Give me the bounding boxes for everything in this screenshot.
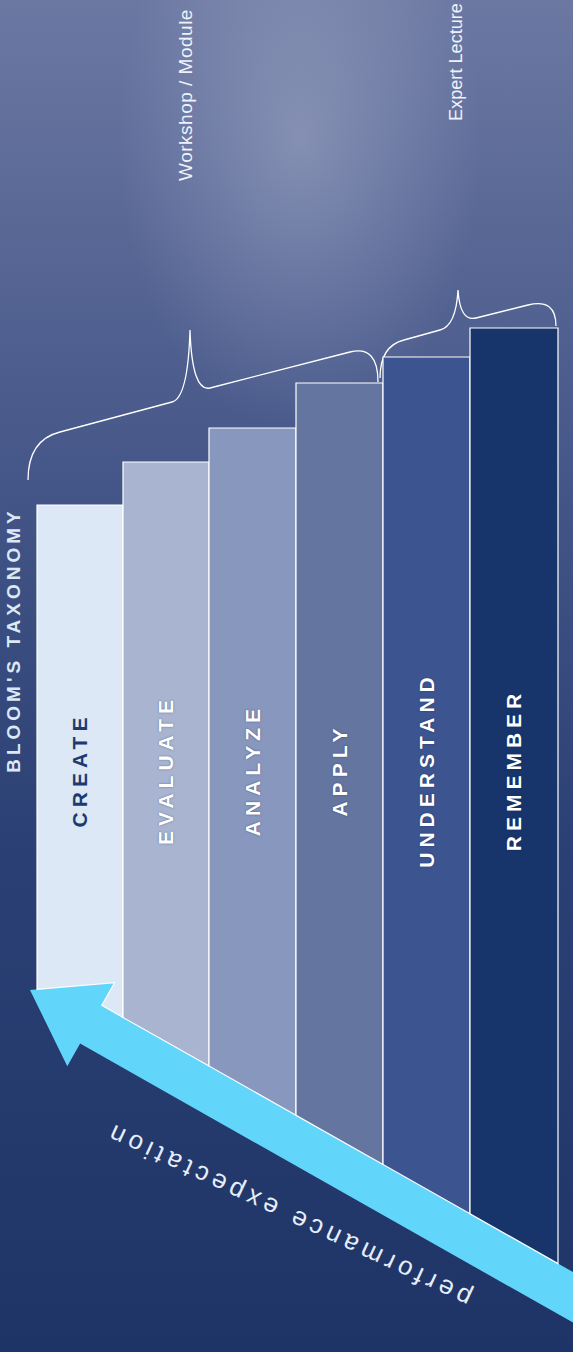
brace-label: Workshop / Module <box>176 9 197 181</box>
bar-fill <box>209 428 296 1115</box>
bar-fill <box>470 328 558 1264</box>
taxonomy-level-bar: CREATE <box>37 505 123 1017</box>
taxonomy-level-bar: APPLY <box>296 383 383 1165</box>
taxonomy-level-bar: ANALYZE <box>209 428 296 1115</box>
bar-fill <box>123 462 209 1066</box>
level-name: APPLY <box>328 723 351 816</box>
taxonomy-level-bar: UNDERSTAND <box>383 357 470 1214</box>
level-name: REMEMBER <box>502 689 525 852</box>
diagram-title: BLOOM'S TAXONOMY <box>4 507 25 773</box>
taxonomy-level-bar: REMEMBER <box>470 328 558 1264</box>
level-name: UNDERSTAND <box>415 672 438 867</box>
bar-fill <box>296 383 383 1165</box>
bar-fill <box>37 505 123 1017</box>
level-name: EVALUATE <box>154 695 177 845</box>
bar-fill <box>383 357 470 1214</box>
level-name: CREATE <box>68 713 91 828</box>
level-name: ANALYZE <box>241 704 264 836</box>
brace-label: Expert Lecture <box>447 3 467 121</box>
taxonomy-level-bar: EVALUATE <box>123 462 209 1066</box>
